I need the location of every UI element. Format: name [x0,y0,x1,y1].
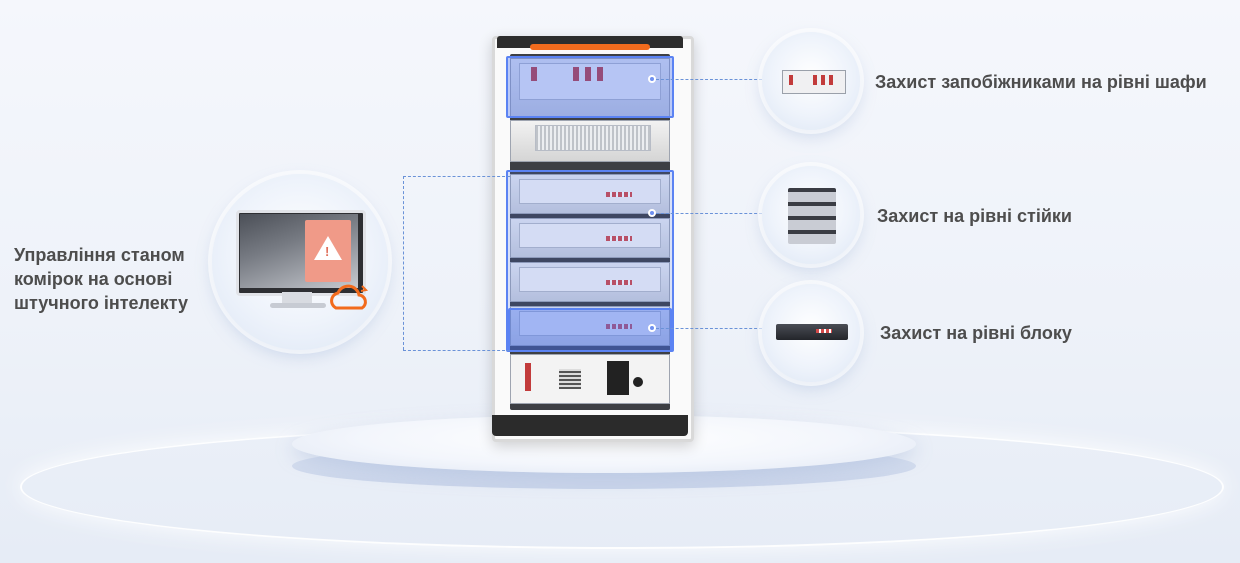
block-level-label: Захист на рівні блоку [880,323,1072,343]
connector-line-fuse [656,79,762,80]
block-thumbnail-circle [762,284,860,382]
battery-block-3 [510,262,670,302]
cloud-sync-icon [330,284,369,310]
connector-line-rack [656,213,762,214]
cabinet-fuse-label: Захист запобіжниками на рівні шафи [875,72,1207,92]
connector-line-ai-top [403,176,510,177]
connector-line-ai-bottom [403,350,510,351]
rack-thumbnail-circle [762,166,860,264]
cabinet-fuse-highlight [506,56,674,118]
connector-dot-fuse [648,75,656,83]
cabinet-interior [506,54,674,410]
connector-line-block [656,328,762,329]
connector-line-ai-vertical [403,176,404,350]
warning-exclamation: ! [325,244,330,259]
block-thumbnail [776,324,848,340]
cabinet-base [492,415,688,436]
cabinet-orange-trim [530,44,650,50]
connector-dot-block [648,324,656,332]
block-highlight [508,308,672,352]
switch-panel [510,354,670,404]
battery-block-4 [510,306,670,346]
connector-dot-rack [648,209,656,217]
ai-management-label: Управління станом комірок на основі штуч… [14,245,189,313]
rack-level-label: Захист на рівні стійки [877,206,1072,226]
monitor-stand [282,292,312,304]
fuse-thumbnail-circle [762,32,860,130]
battery-block-2 [510,218,670,258]
control-module [510,58,670,118]
warning-triangle-icon [314,236,342,260]
fuse-module-thumbnail [782,70,846,94]
inverter-module [510,120,670,162]
monitor-stand-base [270,303,326,308]
battery-block-1 [510,174,670,214]
rack-thumbnail [788,188,836,244]
